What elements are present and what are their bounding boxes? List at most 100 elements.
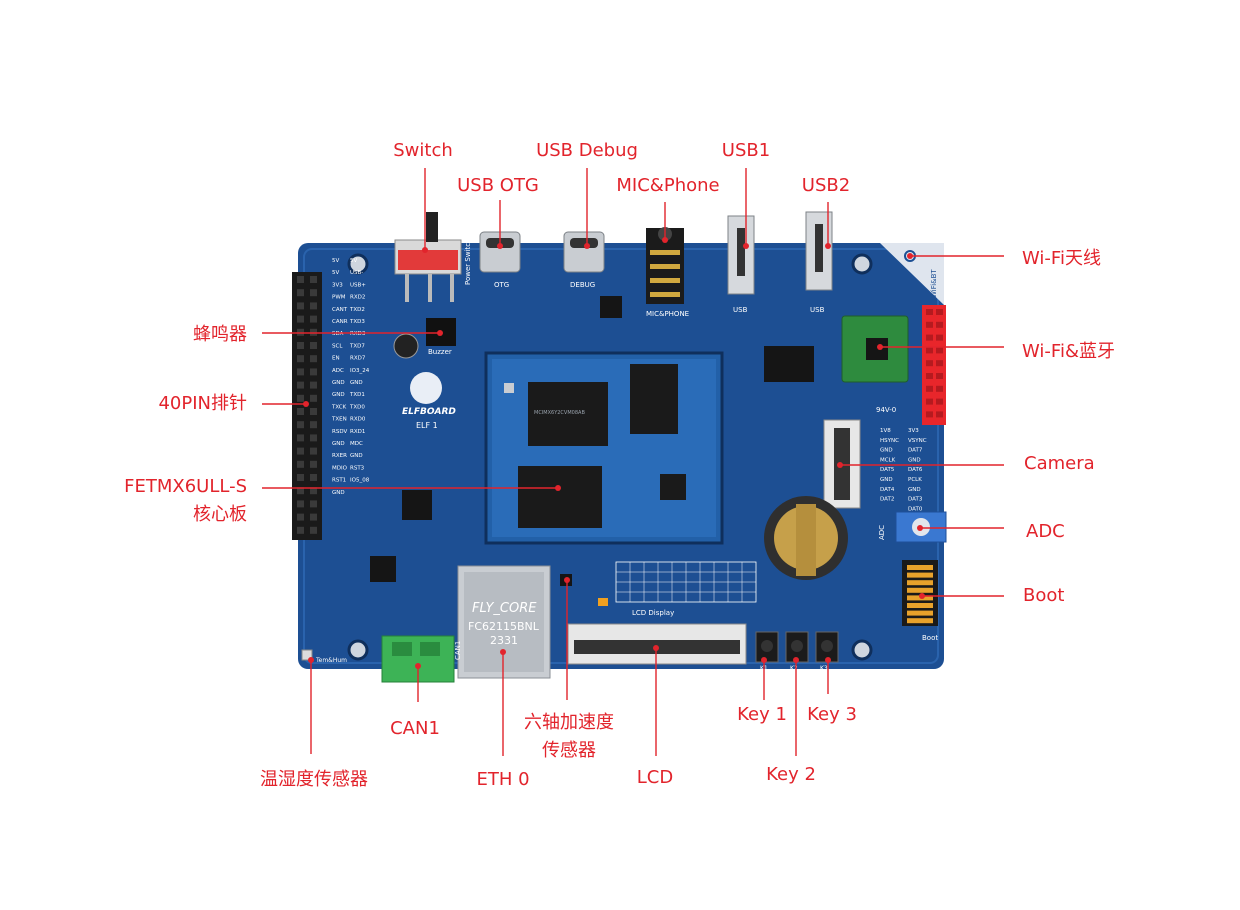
camera-pin-silk: PCLK [908, 477, 922, 483]
capacitor [393, 333, 419, 359]
dip-switch-lever [907, 572, 933, 578]
header-pin-silk: GND [332, 441, 345, 447]
header-pin [297, 315, 304, 323]
header-pin-silk: TXD1 [349, 392, 365, 398]
mount-hole [851, 253, 873, 275]
audio-jack-pin [650, 250, 680, 255]
header-pin [297, 394, 304, 402]
label-can1: CAN1 [390, 718, 440, 739]
key2-silk: K2 [790, 665, 798, 672]
header-pin [310, 474, 317, 481]
header-pin [297, 276, 304, 283]
wifi-antenna-area [880, 243, 944, 305]
led-orange [598, 598, 608, 606]
rj45-text-2: FC62115BNL [468, 620, 540, 633]
camera-pin-silk: MCLK [880, 457, 896, 463]
header-pin [297, 447, 304, 455]
header-pin-silk: TXCK [331, 404, 347, 410]
camera-pin-silk: VSYNC [908, 438, 927, 444]
core-chip-silk: MCIMX6Y2CVM08AB [534, 410, 585, 416]
header-pin [310, 355, 317, 363]
label-adc: ADC [1026, 521, 1065, 542]
header-pin [310, 315, 317, 323]
header-pin-silk: GND [332, 490, 345, 496]
callout-dot [919, 593, 925, 599]
header-pin-silk: RXER [332, 453, 347, 459]
label-wifi-bt: Wi-Fi&蓝牙 [1022, 341, 1115, 362]
label-camera: Camera [1024, 453, 1095, 474]
camera-pin-silk: HSYNC [880, 438, 899, 444]
label-switch: Switch [393, 140, 453, 161]
can-terminal-slot [420, 642, 440, 656]
red-pin [936, 309, 943, 315]
red-pin [926, 360, 933, 367]
mic-phone-silk: MIC&PHONE [646, 310, 689, 318]
label-mic-phone: MIC&Phone [616, 175, 720, 196]
header-pin-silk: ADC [332, 368, 344, 374]
rtc-battery-clip [796, 504, 816, 576]
label-usb-debug: USB Debug [536, 140, 638, 161]
header-pin [297, 302, 304, 310]
usb-debug-silk: DEBUG [570, 281, 595, 289]
header-pin-silk: RXD3 [350, 331, 366, 337]
camera-pin-silk: GND [908, 457, 921, 463]
power-switch-leg [450, 274, 454, 302]
header-pin [310, 381, 317, 389]
label-core-board-line2: 核心板 [193, 504, 247, 525]
cert-silk: 94V-0 [876, 406, 896, 414]
header-pin-silk: GND [332, 380, 345, 386]
buzzer-silk: Buzzer [428, 348, 452, 356]
power-switch-knob [426, 212, 438, 242]
header-pin [297, 408, 304, 415]
chip-u13 [402, 490, 432, 520]
header-pin-silk: MDIO [332, 465, 348, 471]
callout-dot [497, 243, 503, 249]
usb-debug-opening [570, 238, 598, 248]
header-pin-silk: SDA [332, 331, 344, 337]
adc-silk: ADC [878, 525, 886, 540]
label-buzzer: 蜂鸣器 [193, 324, 247, 345]
callout-dot [825, 657, 831, 663]
wifi-silk: WiFi&BT [930, 269, 938, 298]
callout-dot [825, 243, 831, 249]
header-pin-silk: TXD2 [349, 307, 365, 313]
red-pin [926, 347, 933, 354]
boot-silk: Boot [922, 634, 938, 642]
label-imu-line2: 传感器 [542, 740, 596, 761]
chip-small [600, 296, 622, 318]
header-pin [297, 368, 304, 376]
callout-dot [837, 462, 843, 468]
temp-silk: Tem&Hum [315, 657, 347, 664]
camera-pin-silk: GND [908, 487, 921, 493]
mount-hole [851, 639, 873, 661]
header-pin-silk: 5V [350, 258, 357, 264]
camera-pin-silk: DAT5 [880, 467, 895, 473]
rj45-text-3: 2331 [490, 634, 518, 647]
header-pin-silk: RXD7 [350, 356, 366, 362]
dip-switch-lever [907, 618, 933, 624]
callout-dots [303, 237, 925, 669]
header-pin [310, 500, 317, 508]
mount-hole [347, 253, 369, 275]
header-pin [297, 474, 304, 481]
header-pin-silk: GND [350, 453, 363, 459]
callout-dot [500, 649, 506, 655]
header-pin-silk: RXD1 [350, 429, 365, 435]
header-pin [310, 408, 317, 415]
label-boot: Boot [1023, 585, 1065, 606]
red-pin [926, 373, 933, 379]
header-pin [297, 421, 304, 429]
camera-pin-silk: DAT2 [880, 497, 894, 503]
header-pin-silk: RXD2 [350, 295, 365, 301]
camera-pin-silk: DAT7 [908, 448, 923, 454]
header-pin [297, 381, 304, 389]
header-pin [297, 289, 304, 297]
header-pin [310, 342, 317, 349]
callout-lines [262, 168, 1004, 756]
callout-dot [662, 237, 668, 243]
header-pin [310, 460, 317, 468]
header-pin-silk: TXD0 [349, 404, 365, 410]
red-pin [936, 360, 943, 367]
label-usb-otg: USB OTG [457, 175, 539, 196]
red-pin [926, 398, 933, 405]
